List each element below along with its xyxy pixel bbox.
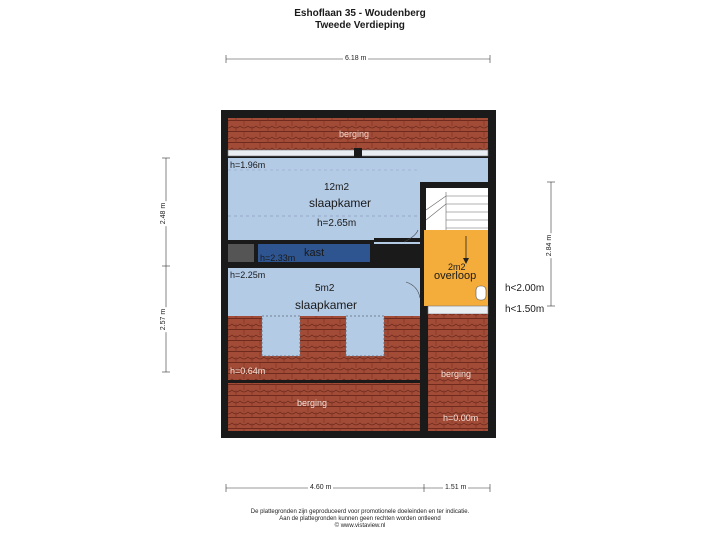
floor-title: Tweede Verdieping <box>315 20 405 31</box>
footer-disclaimer-2: Aan de plattegronden kunnen geen rechten… <box>279 516 441 522</box>
skylight-2 <box>345 315 385 357</box>
overloop-height-b: h<1.50m <box>505 304 545 315</box>
door-swing-1 <box>403 229 419 243</box>
bedroom1-name: slaapkamer <box>309 196 372 210</box>
dim-right-height: 2.84 m <box>546 232 554 259</box>
kast-void <box>228 244 254 262</box>
bedroom1-height2: h=2.65m <box>317 218 357 229</box>
berging-bottom-left <box>228 383 420 431</box>
berging-bottom-right-height: h=0.00m <box>443 413 479 423</box>
roof-lower <box>228 316 420 382</box>
bedroom-2 <box>228 268 420 316</box>
bedroom2-height: h=2.25m <box>230 270 266 280</box>
footer-copyright: © www.vistaview.nl <box>334 523 386 529</box>
overloop-area: 2m2 <box>448 262 466 272</box>
dim-bottom-left: 4.60 m <box>308 484 334 491</box>
dim-left-lower: 2.57 m <box>160 306 168 333</box>
skylight-1 <box>261 315 301 357</box>
stairwell <box>426 188 488 230</box>
toilet-icon <box>475 285 487 301</box>
berging-bottom-right <box>428 314 488 431</box>
overloop-height-a: h<2.00m <box>505 283 545 294</box>
berging-bottom-left-label: berging <box>297 398 328 408</box>
bedroom2-name: slaapkamer <box>295 298 358 312</box>
address-title: Eshoflaan 35 - Woudenberg <box>294 8 426 19</box>
roof-divider <box>228 380 420 383</box>
stair-arrowhead <box>463 258 469 264</box>
dim-top-width: 6.18 m <box>343 55 369 62</box>
overloop-name: overloop <box>434 270 477 282</box>
right-window-strip <box>427 305 489 315</box>
roof-top-berging <box>228 118 488 150</box>
bedroom2-area: 5m2 <box>315 283 335 294</box>
kast-room <box>258 244 370 262</box>
bedroom1-area: 12m2 <box>324 182 350 193</box>
roof-height: h=0.64m <box>230 366 266 376</box>
berging-bottom-right-label: berging <box>441 369 472 379</box>
footer-disclaimer-1: De plattegronden zijn geproduceerd voor … <box>250 509 470 515</box>
kast-height: h=2.33m <box>260 253 296 263</box>
bedroom1-height: h=1.96m <box>230 160 266 170</box>
right-column-wall <box>420 306 428 431</box>
door-swing-2 <box>405 281 421 299</box>
dim-bottom-right: 1.51 m <box>443 484 469 491</box>
chimney <box>354 148 362 158</box>
kast-name: kast <box>304 247 325 259</box>
bedroom2-wall <box>420 268 424 316</box>
berging-top-label: berging <box>339 129 370 139</box>
dim-left-upper: 2.48 m <box>160 200 168 227</box>
interior-wall <box>374 262 424 268</box>
stair-steps <box>425 192 488 230</box>
